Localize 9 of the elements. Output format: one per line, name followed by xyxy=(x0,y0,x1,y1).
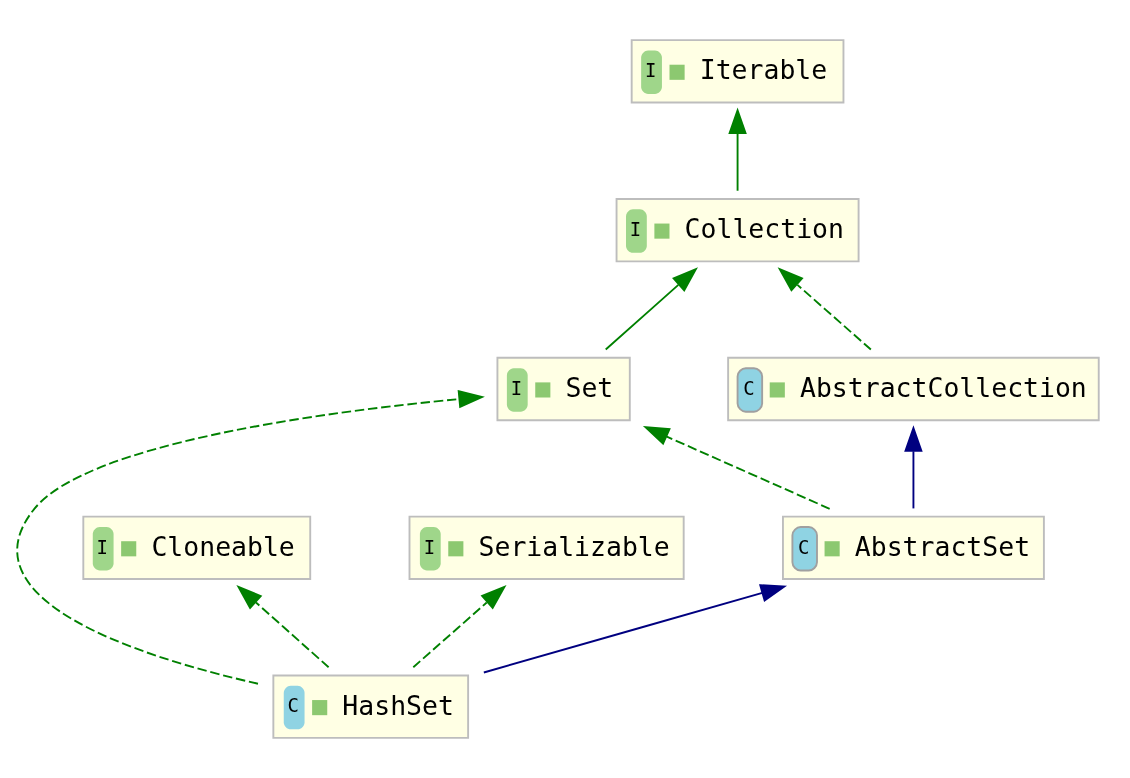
arrow xyxy=(236,585,330,669)
arrow xyxy=(604,267,698,351)
arrow xyxy=(777,267,872,351)
arrow xyxy=(482,584,788,674)
arrow xyxy=(642,426,831,510)
arrow xyxy=(904,425,923,510)
arrow xyxy=(412,585,507,669)
arrow xyxy=(16,389,485,685)
arrow xyxy=(728,107,747,192)
